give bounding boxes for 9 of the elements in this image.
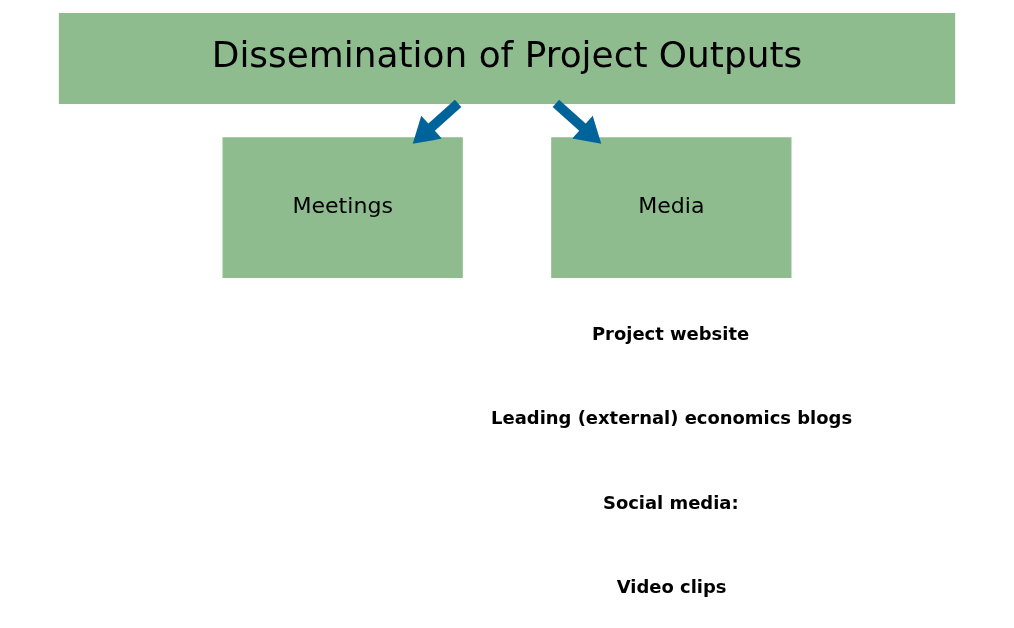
label: Social media: [602,491,739,513]
label: Video clips [616,575,727,597]
label: Leading (external) economics blogs [491,407,853,429]
node-box: Media [551,137,792,279]
label: Project website [591,323,750,345]
arrow [412,99,462,144]
node-box: Meetings [222,137,463,279]
arrow [552,99,602,144]
node-box: Dissemination of Project Outputs [58,12,956,105]
